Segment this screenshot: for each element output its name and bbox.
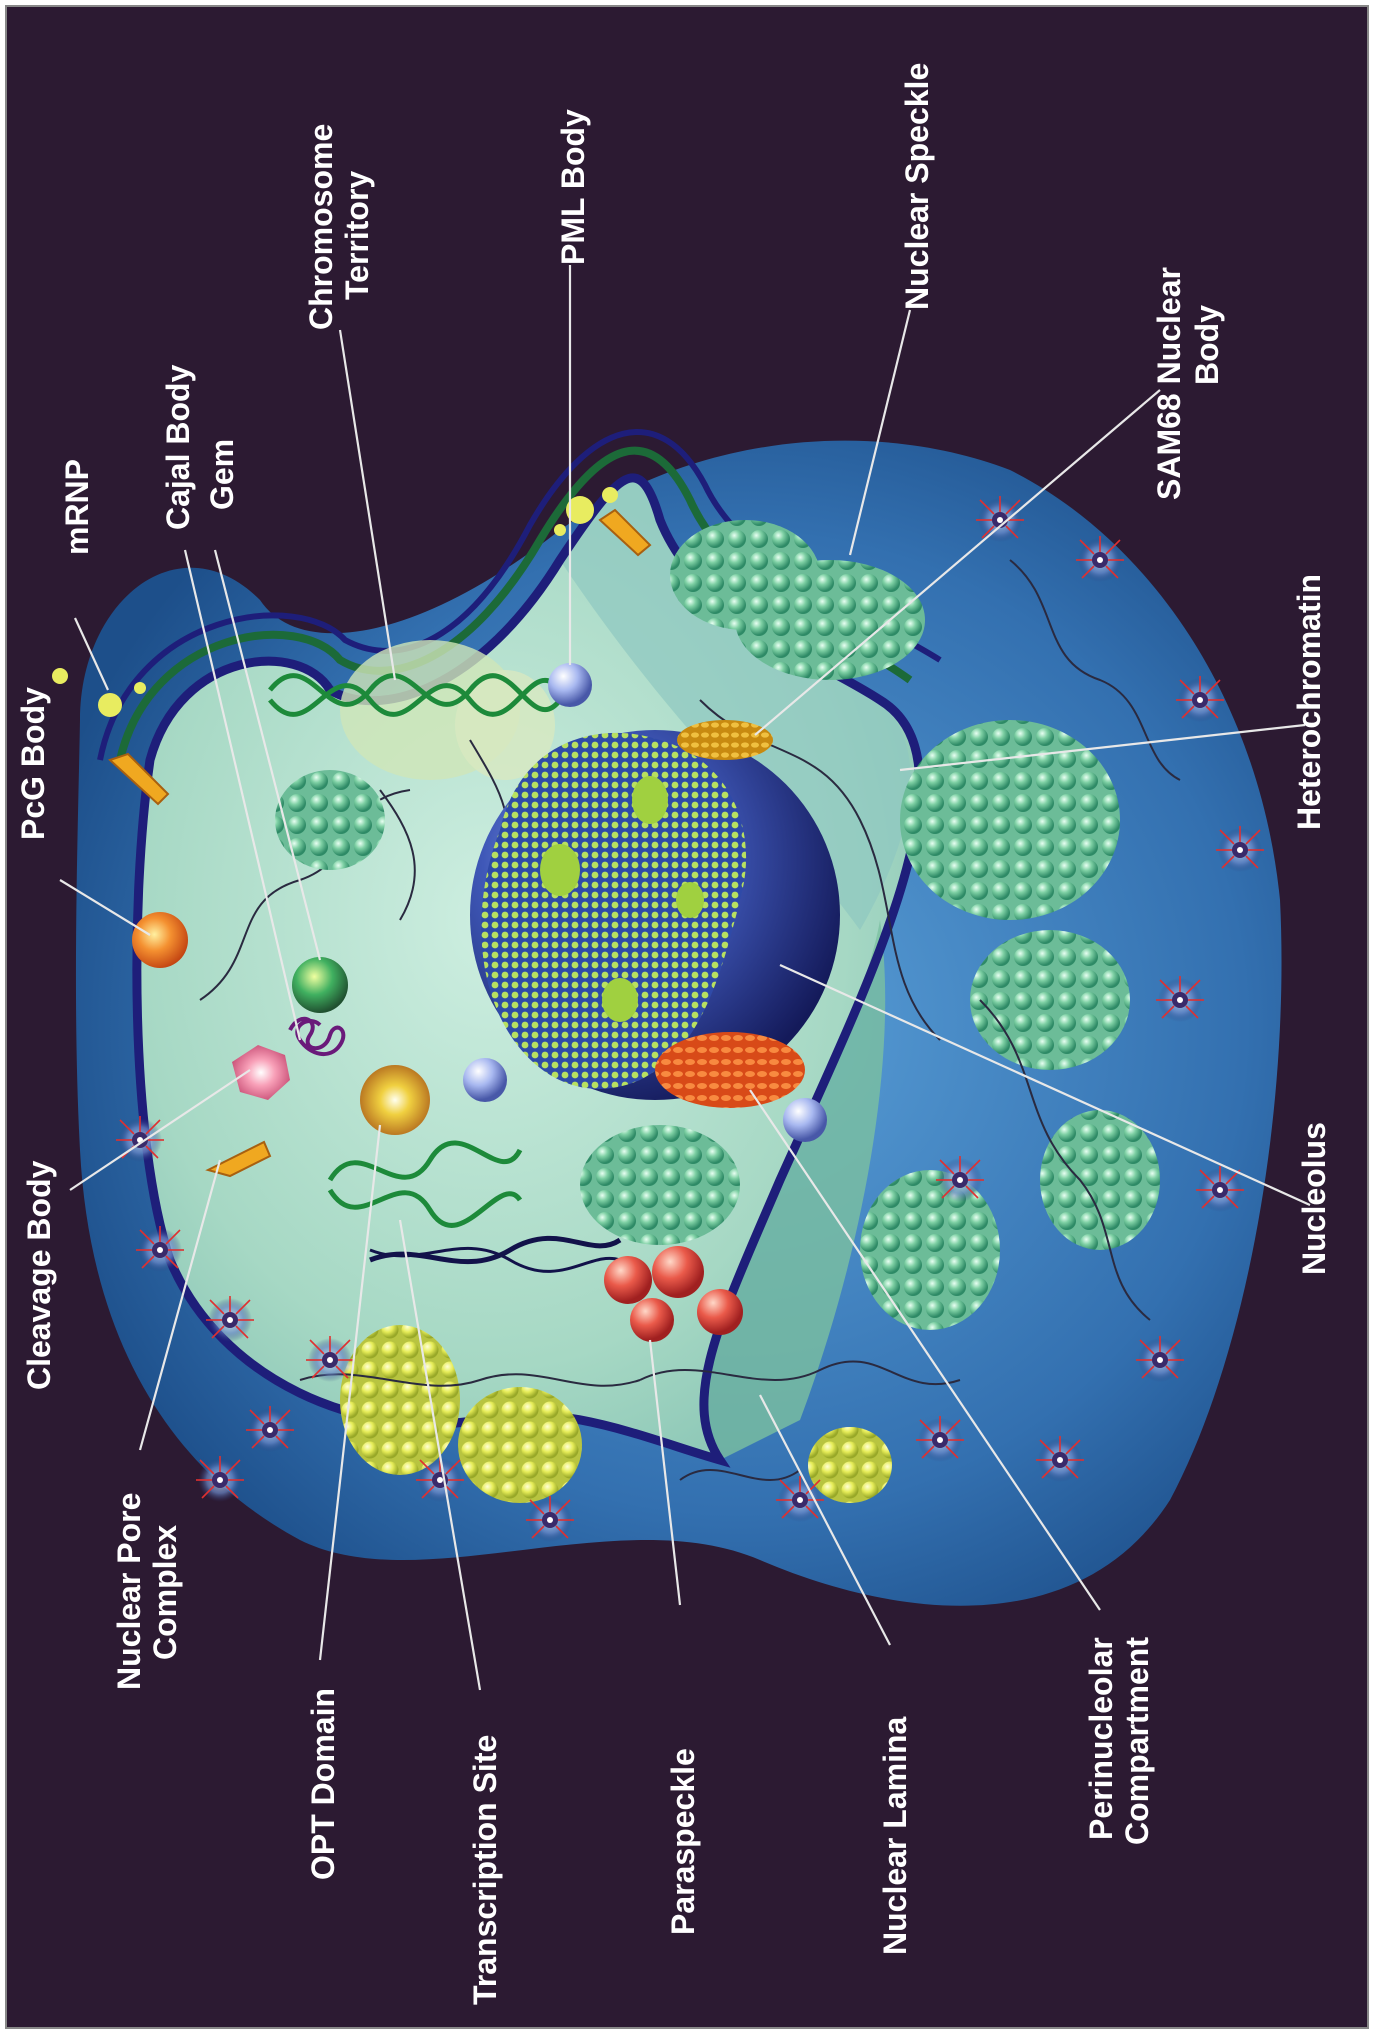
perinucleolar-compartment <box>655 1032 805 1108</box>
label-mrnp: mRNP <box>59 459 95 555</box>
pml-body <box>463 1058 507 1102</box>
label-sam68-line1: SAM68 Nuclear <box>1151 267 1187 500</box>
label-nuclear-speckle: Nuclear Speckle <box>899 63 935 310</box>
label-gem: Gem <box>204 439 240 510</box>
label-nuclear-lamina: Nuclear Lamina <box>877 1716 913 1955</box>
label-nucleolus: Nucleolus <box>1296 1122 1332 1275</box>
label-chromosome-territory-line1: Chromosome <box>303 124 339 330</box>
label-nuclear-pore-line2: Complex <box>147 1525 183 1660</box>
label-transcription-site: Transcription Site <box>467 1735 503 2005</box>
label-cleavage-body: Cleavage Body <box>21 1160 57 1390</box>
label-nuclear-pore-line1: Nuclear Pore <box>111 1493 147 1690</box>
label-perinucleolar-line1: Perinucleolar <box>1083 1637 1119 1840</box>
pml-body <box>783 1098 827 1142</box>
pml-body <box>548 663 592 707</box>
label-pml-body: PML Body <box>555 109 591 265</box>
gem <box>292 957 348 1013</box>
pcg-body <box>132 912 188 968</box>
label-opt-domain: OPT Domain <box>305 1688 341 1880</box>
sam68-nuclear-body <box>677 720 773 760</box>
label-sam68-line2: Body <box>1189 305 1225 385</box>
label-chromosome-territory-line2: Territory <box>339 171 375 300</box>
label-paraspeckle: Paraspeckle <box>665 1748 701 1935</box>
label-cajal-body: Cajal Body <box>160 364 196 530</box>
label-heterochromatin: Heterochromatin <box>1291 574 1327 830</box>
opt-domain <box>360 1065 430 1135</box>
label-perinucleolar-line2: Compartment <box>1119 1637 1155 1845</box>
label-pcg-body: PcG Body <box>15 687 51 840</box>
